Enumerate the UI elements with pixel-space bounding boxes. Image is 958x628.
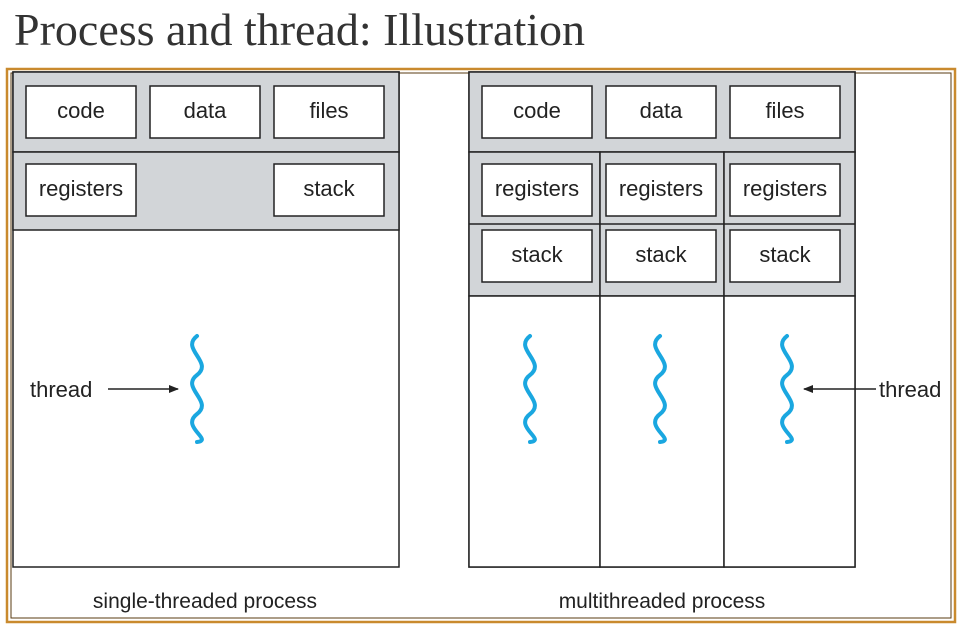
multi-thread-col-1: [468, 295, 601, 568]
single-code-label: code: [57, 98, 105, 123]
single-files-box: [273, 85, 385, 139]
single-stack-box: [273, 163, 385, 217]
multi-registers-box-1: [481, 163, 593, 217]
single-data-label: data: [184, 98, 228, 123]
single-thread-label: thread: [30, 377, 92, 402]
multi-stack-box-2: [605, 229, 717, 283]
single-caption: single-threaded process: [93, 590, 317, 613]
multi-data-label: data: [640, 98, 684, 123]
multi-code-box: [481, 85, 593, 139]
multi-stack-label-2: stack: [635, 242, 687, 267]
outer-frame: [5, 67, 957, 624]
single-files-label: files: [309, 98, 348, 123]
multi-thread-label: thread: [879, 377, 941, 402]
multi-stack-box-3: [729, 229, 841, 283]
multi-stack-label-3: stack: [759, 242, 811, 267]
page-title: Process and thread: Illustration: [14, 4, 586, 55]
single-threaded-process: code data files registers stack thread s…: [12, 71, 400, 613]
single-stack-label: stack: [303, 176, 355, 201]
single-data-box: [149, 85, 261, 139]
multi-files-label: files: [765, 98, 804, 123]
thread-wave-icon: [653, 334, 667, 444]
multi-caption: multithreaded process: [559, 590, 766, 613]
multi-registers-box-3: [729, 163, 841, 217]
single-registers-label: registers: [39, 176, 123, 201]
multi-registers-label-3: registers: [743, 176, 827, 201]
thread-wave-icon: [523, 334, 537, 444]
thread-wave-icon: [190, 334, 204, 444]
multi-thread-col-3: [723, 295, 856, 568]
multi-code-label: code: [513, 98, 561, 123]
single-code-box: [25, 85, 137, 139]
thread-wave-icon: [780, 334, 794, 444]
multithreaded-process: code data files registers registers regi…: [468, 71, 941, 613]
multi-stack-label-1: stack: [511, 242, 563, 267]
multi-files-box: [729, 85, 841, 139]
multi-data-box: [605, 85, 717, 139]
single-registers-box: [25, 163, 137, 217]
multi-registers-label-2: registers: [619, 176, 703, 201]
multi-registers-box-2: [605, 163, 717, 217]
multi-stack-box-1: [481, 229, 593, 283]
multi-registers-label-1: registers: [495, 176, 579, 201]
